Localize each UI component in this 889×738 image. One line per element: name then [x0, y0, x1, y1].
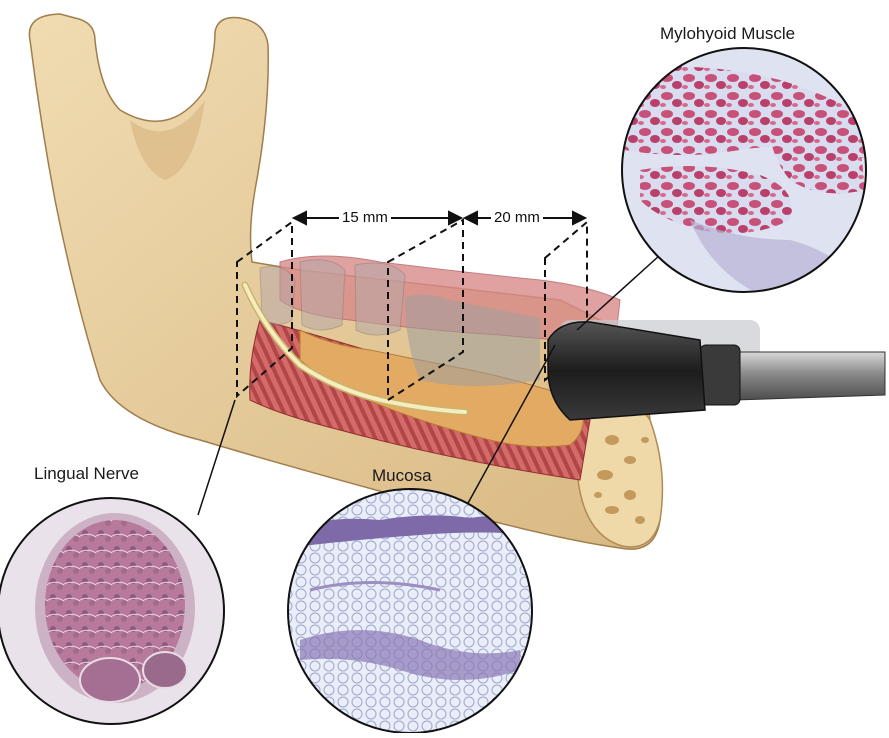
- label-mylohyoid-muscle: Mylohyoid Muscle: [660, 24, 795, 44]
- histology-mucosa: [285, 488, 535, 733]
- dimension-label-20mm: 20 mm: [491, 209, 543, 226]
- ultrasound-probe: [548, 320, 885, 420]
- histology-lingual-nerve: [0, 495, 230, 733]
- label-lingual-nerve: Lingual Nerve: [34, 464, 139, 484]
- histology-mylohyoid: [620, 48, 870, 298]
- label-mucosa: Mucosa: [372, 466, 432, 486]
- dimension-label-15mm: 15 mm: [339, 209, 391, 226]
